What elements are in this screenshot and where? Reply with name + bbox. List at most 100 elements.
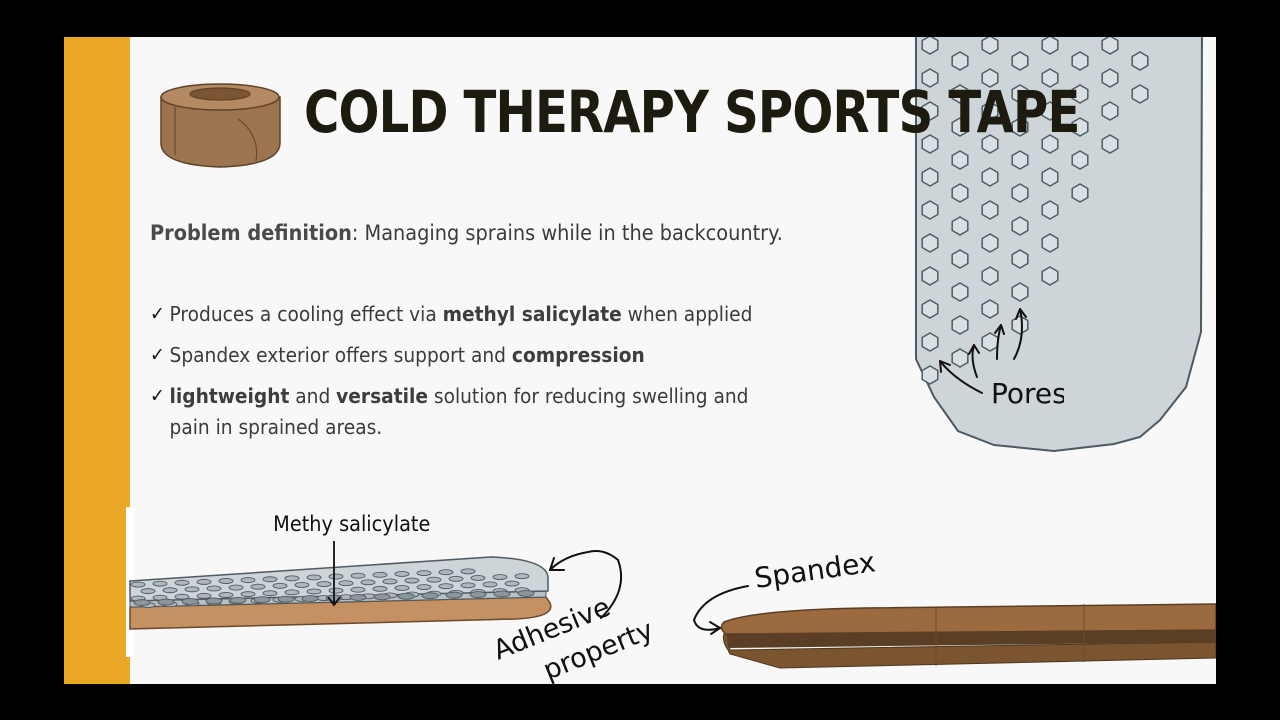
bullet-cooling: ✓Produces a cooling effect via methyl sa… <box>150 299 782 330</box>
pore-oval <box>174 579 190 586</box>
pore-oval <box>438 583 454 590</box>
pore-oval <box>218 592 234 598</box>
pore-oval <box>492 574 508 580</box>
pore-oval <box>397 592 415 600</box>
pore-oval <box>174 593 190 600</box>
pore-oval <box>262 590 278 597</box>
pore-hexagon <box>1041 167 1059 187</box>
slide-title: COLD THERAPY SPORTS TAPE <box>304 78 1080 146</box>
pore-hexagon <box>981 266 999 286</box>
pore-oval <box>253 596 271 604</box>
pore-hexagon <box>921 68 939 88</box>
pore-hexagon <box>1041 134 1059 154</box>
arrow-icon <box>939 360 983 394</box>
pore-oval <box>228 584 244 591</box>
pore-hexagon <box>1041 200 1059 220</box>
pore-oval <box>262 576 278 583</box>
pore-oval <box>196 578 212 585</box>
pore-oval <box>316 581 332 588</box>
pore-oval <box>306 588 322 595</box>
bullet-lightweight: ✓lightweight and versatile solution for … <box>150 381 782 443</box>
pore-hexagon <box>1041 68 1059 88</box>
pore-hexagon <box>981 101 999 121</box>
pore-hexagon <box>921 101 939 121</box>
pore-hexagon <box>921 332 939 352</box>
pore-hexagon <box>981 233 999 253</box>
pore-hexagon <box>921 365 939 385</box>
pore-hexagon <box>1071 84 1089 104</box>
pore-hexagon <box>1011 117 1029 137</box>
pore-hexagon <box>921 167 939 187</box>
pore-hexagon <box>981 68 999 88</box>
pore-oval <box>205 597 223 605</box>
pore-hexagon <box>951 282 969 302</box>
pore-hexagon <box>1011 51 1029 71</box>
problem-definition: Problem definition: Managing sprains whi… <box>150 221 783 245</box>
pore-oval <box>350 572 366 579</box>
pore-oval <box>184 586 200 593</box>
tape-roll-icon <box>160 83 281 168</box>
spandex-label: Spandex <box>752 545 877 595</box>
problem-text: : Managing sprains while in the backcoun… <box>351 221 783 245</box>
arrow-icon <box>692 585 749 631</box>
pore-hexagon <box>981 134 999 154</box>
pore-oval <box>284 575 300 582</box>
pore-oval <box>350 586 366 593</box>
pore-oval <box>448 575 464 582</box>
pore-hexagon <box>1011 249 1029 269</box>
pores-label: Pores <box>991 377 1064 410</box>
check-icon: ✓ <box>150 303 165 325</box>
bullet-spandex: ✓Spandex exterior offers support and com… <box>150 340 782 371</box>
pore-oval <box>360 579 376 586</box>
arrow-icon <box>1013 308 1023 360</box>
pore-oval <box>277 595 295 603</box>
pore-oval <box>372 585 388 592</box>
bullet-bold: compression <box>511 343 645 367</box>
pore-oval <box>240 577 256 584</box>
pore-oval <box>416 570 432 577</box>
pore-hexagon <box>1131 84 1149 104</box>
pore-oval <box>162 587 178 594</box>
pore-oval <box>372 571 388 578</box>
pore-hexagon <box>1071 183 1089 203</box>
pore-oval <box>514 573 530 580</box>
pore-hexagon <box>921 37 939 55</box>
pore-hexagon <box>981 37 999 55</box>
pore-oval <box>328 573 344 580</box>
pore-oval <box>338 580 354 587</box>
pore-oval <box>328 587 344 594</box>
pore-oval <box>404 577 420 584</box>
pore-hexagon <box>921 134 939 154</box>
bullet-text: and <box>289 384 337 408</box>
pore-oval <box>382 578 398 585</box>
bullet-text: solution for reducing swelling and pain … <box>169 384 749 439</box>
bullet-bold: versatile <box>336 384 428 408</box>
pore-oval <box>229 596 247 604</box>
pore-hexagon <box>1071 150 1089 170</box>
pore-hexagon <box>981 167 999 187</box>
bullet-text: Produces a cooling effect via <box>169 302 443 326</box>
pore-oval <box>460 582 476 589</box>
pore-oval <box>133 599 151 607</box>
pore-oval <box>218 578 234 584</box>
pore-hexagon <box>1041 266 1059 286</box>
tape-top-view-illustration <box>915 37 1203 453</box>
pore-oval <box>426 576 442 583</box>
pore-hexagon <box>951 315 969 335</box>
arrow-icon <box>549 550 622 619</box>
pore-hexagon <box>981 299 999 319</box>
pore-hexagon <box>1101 68 1119 88</box>
pore-hexagon <box>921 266 939 286</box>
pore-oval <box>157 598 175 606</box>
adhesive-annotation: Adhesive property <box>489 550 658 684</box>
pore-oval <box>349 593 367 601</box>
pores-annotation: Pores <box>939 308 1064 410</box>
pore-oval <box>470 574 486 581</box>
pore-hexagon <box>981 200 999 220</box>
pore-hexagon <box>951 117 969 137</box>
pore-hexagon <box>1071 51 1089 71</box>
pore-oval <box>196 592 212 599</box>
pore-hexagon <box>951 249 969 269</box>
pore-oval <box>394 571 410 577</box>
pore-hexagon <box>921 299 939 319</box>
